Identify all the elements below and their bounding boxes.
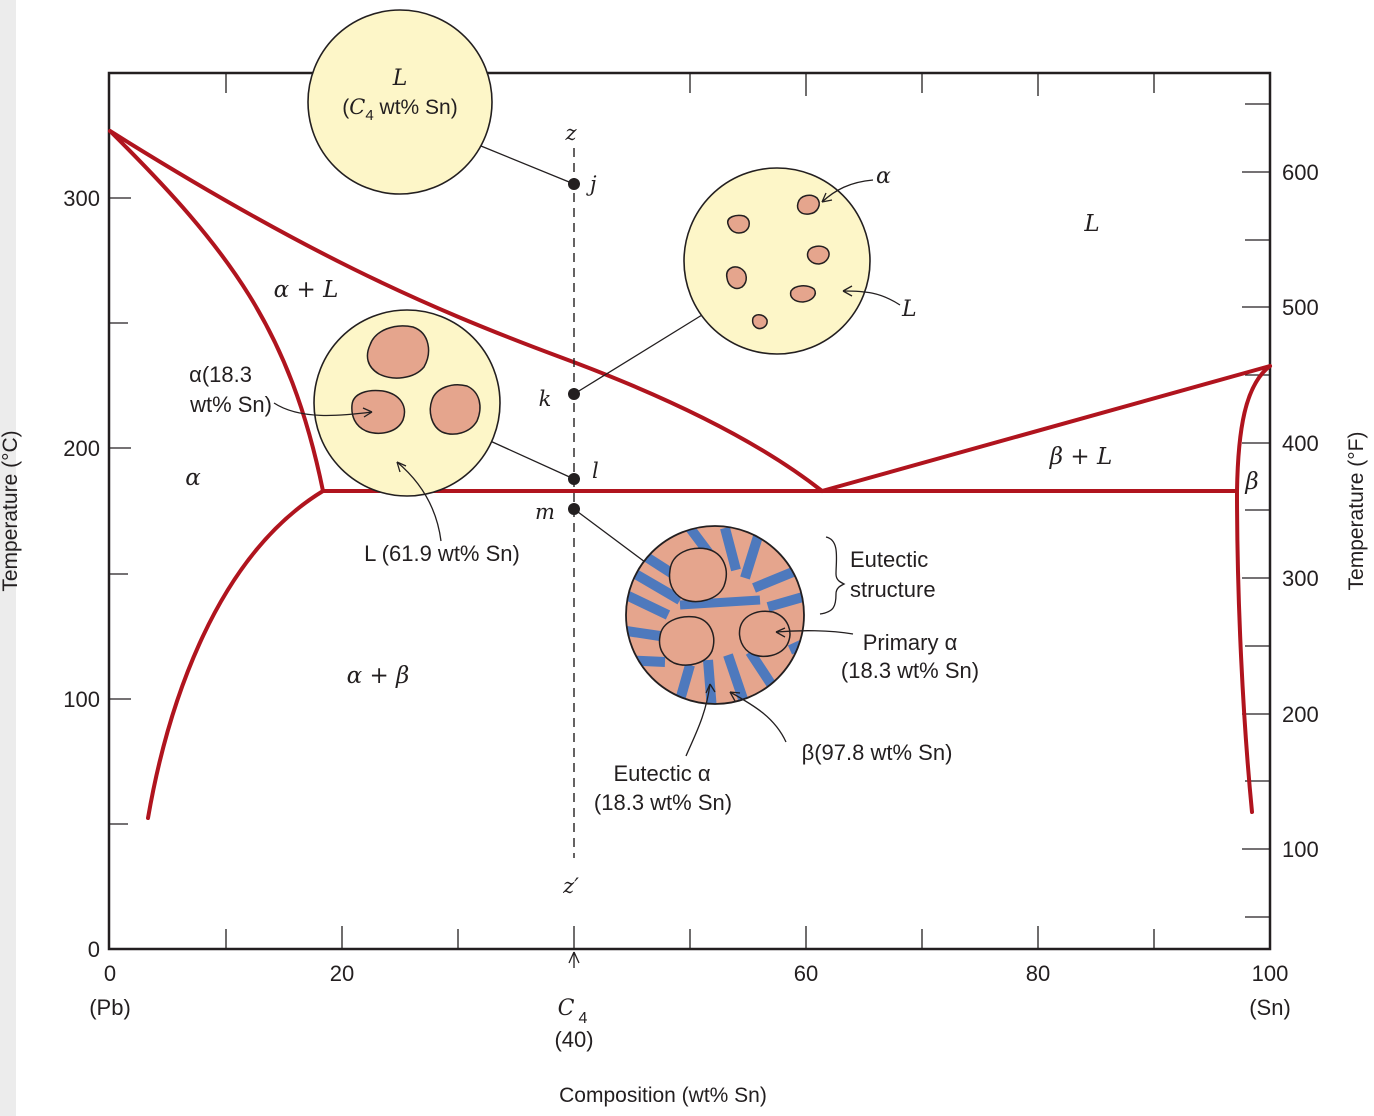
callout-eutectic-structure-2: structure bbox=[850, 577, 936, 602]
circle-j-composition: (C4 wt% Sn) bbox=[342, 95, 457, 124]
callout-eutectic-alpha-1: Eutectic α bbox=[613, 761, 710, 786]
callout-primary-alpha-2: (18.3 wt% Sn) bbox=[841, 658, 979, 683]
leader-lines bbox=[480, 145, 703, 566]
bottom-tick-0: 0 bbox=[104, 961, 116, 986]
left-axis-ticks bbox=[109, 197, 131, 950]
callout-labels: α L α(18.3 wt% Sn) L (61.9 wt% Sn) Eutec… bbox=[189, 164, 979, 815]
callout-k-alpha: α bbox=[876, 164, 891, 189]
composition-marker-subscript: 4 bbox=[579, 1010, 588, 1027]
solidus-alpha bbox=[108, 129, 325, 493]
right-tick-400: 400 bbox=[1282, 431, 1319, 456]
bottom-end-pb: (Pb) bbox=[89, 995, 131, 1020]
point-m bbox=[568, 503, 580, 515]
region-alpha-plus-liquid: α + L bbox=[274, 277, 339, 303]
microstructure-j bbox=[307, 9, 493, 195]
label-k: k bbox=[539, 387, 552, 411]
composition-points bbox=[568, 178, 580, 515]
callout-alpha-comp-1: α(18.3 bbox=[189, 362, 252, 387]
microstructure-l bbox=[313, 309, 501, 497]
page-edge-shade bbox=[0, 0, 16, 1116]
right-axis-labels: 100 200 300 400 500 600 bbox=[1282, 160, 1319, 862]
bottom-end-sn: (Sn) bbox=[1249, 995, 1291, 1020]
right-axis-ticks bbox=[1242, 103, 1270, 918]
solvus-beta bbox=[1235, 489, 1254, 814]
plot-frame bbox=[107, 71, 1272, 951]
bottom-axis-ticks bbox=[225, 926, 1155, 949]
region-beta: β bbox=[1244, 469, 1258, 495]
callout-alpha-comp-2: wt% Sn) bbox=[189, 392, 272, 417]
label-z-prime: z′ bbox=[562, 874, 579, 898]
region-alpha: α bbox=[185, 465, 201, 491]
bottom-tick-20: 20 bbox=[330, 961, 354, 986]
label-m: m bbox=[535, 500, 555, 524]
right-tick-100: 100 bbox=[1282, 837, 1319, 862]
callout-primary-alpha-1: Primary α bbox=[863, 630, 958, 655]
phase-boundaries bbox=[108, 129, 1272, 820]
point-j bbox=[568, 178, 580, 190]
label-j: j bbox=[586, 172, 597, 196]
callout-leaders bbox=[273, 179, 901, 968]
callout-k-liquid: L bbox=[901, 297, 917, 322]
left-axis-title: Temperature (°C) bbox=[0, 430, 22, 591]
x-axis-title: Composition (wt% Sn) bbox=[559, 1084, 767, 1107]
region-labels: L α + L α β + L β α + β bbox=[185, 211, 1258, 689]
point-l bbox=[568, 473, 580, 485]
bottom-tick-80: 80 bbox=[1026, 961, 1050, 986]
left-tick-200: 200 bbox=[63, 436, 100, 461]
region-beta-plus-liquid: β + L bbox=[1049, 444, 1112, 470]
point-labels: z z′ j k l m bbox=[535, 121, 599, 898]
right-tick-600: 600 bbox=[1282, 160, 1319, 185]
right-axis-title: Temperature (°F) bbox=[1345, 432, 1368, 591]
microstructure-k bbox=[683, 167, 871, 355]
right-tick-500: 500 bbox=[1282, 295, 1319, 320]
point-k bbox=[568, 388, 580, 400]
callout-eutectic-alpha-2: (18.3 wt% Sn) bbox=[594, 790, 732, 815]
composition-marker-c: C bbox=[558, 996, 575, 1021]
label-z: z bbox=[564, 121, 577, 145]
region-liquid: L bbox=[1083, 211, 1099, 237]
right-tick-300: 300 bbox=[1282, 566, 1319, 591]
callout-liquid-comp: L (61.9 wt% Sn) bbox=[364, 541, 520, 566]
left-tick-100: 100 bbox=[63, 687, 100, 712]
microstructure-m bbox=[625, 525, 805, 705]
callout-beta-comp: β(97.8 wt% Sn) bbox=[802, 740, 953, 765]
bottom-tick-100: 100 bbox=[1252, 961, 1289, 986]
bottom-axis-labels: 0 20 60 80 100 (Pb) (Sn) C 4 (40) bbox=[89, 961, 1291, 1052]
composition-marker-value: (40) bbox=[554, 1027, 593, 1052]
label-l: l bbox=[592, 459, 599, 483]
region-alpha-plus-beta: α + β bbox=[347, 663, 410, 689]
solvus-alpha bbox=[146, 489, 325, 820]
liquidus-beta bbox=[820, 364, 1272, 493]
bottom-tick-60: 60 bbox=[794, 961, 818, 986]
circle-j-phase: L bbox=[392, 66, 408, 91]
circle-j-labels: L (C4 wt% Sn) bbox=[342, 66, 457, 124]
liquidus-alpha bbox=[108, 129, 824, 493]
right-tick-200: 200 bbox=[1282, 702, 1319, 727]
left-tick-300: 300 bbox=[63, 186, 100, 211]
left-tick-0: 0 bbox=[88, 937, 100, 962]
left-axis-labels: 0 100 200 300 bbox=[63, 186, 100, 962]
solidus-beta bbox=[1235, 364, 1272, 493]
callout-eutectic-structure-1: Eutectic bbox=[850, 547, 928, 572]
